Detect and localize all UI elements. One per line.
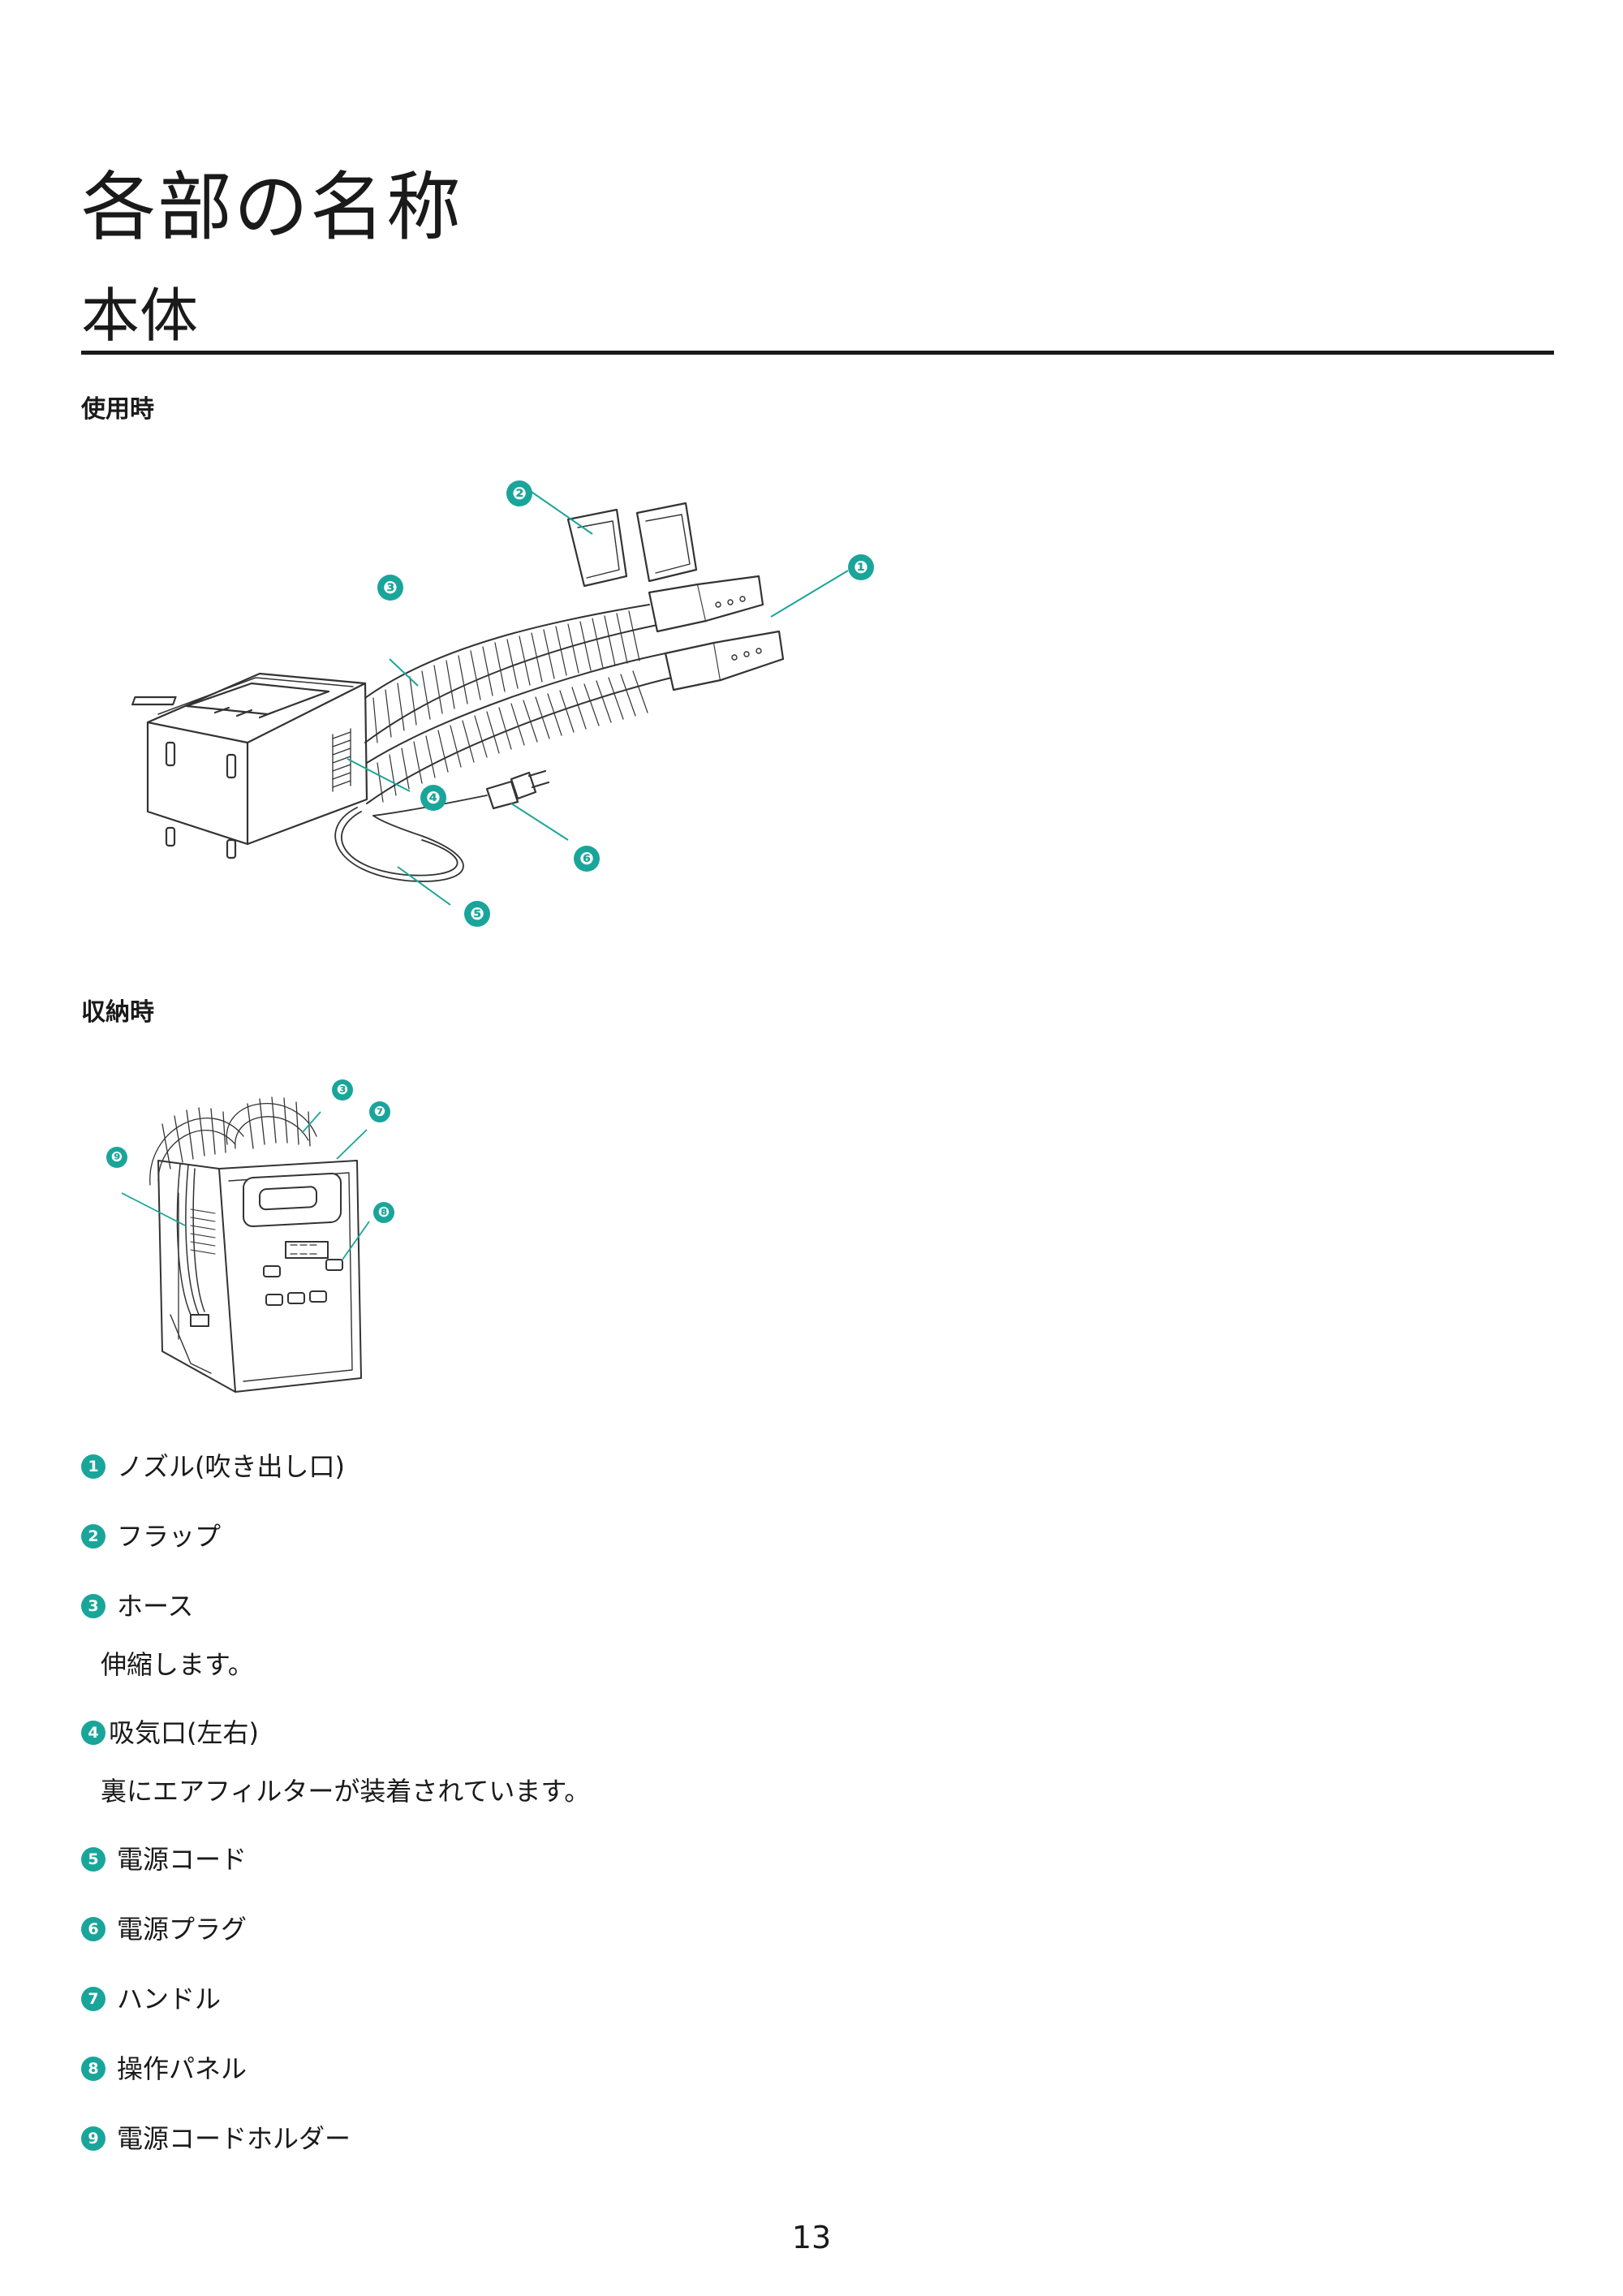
part-item-cord-holder: 9 電源コードホルダー [81, 2123, 351, 2154]
callout-3-storage: ❸ [332, 1079, 353, 1101]
callout-9: ❾ [106, 1147, 127, 1168]
part-item-flap: 2 フラップ [81, 1521, 221, 1552]
callout-7: ❼ [369, 1101, 390, 1122]
callout-5: ❺ [464, 901, 490, 927]
callout-4: ❹ [420, 785, 446, 811]
part-label: 電源コードホルダー [117, 2123, 351, 2154]
section-title: 本体 [81, 282, 199, 350]
part-number: 9 [81, 2126, 105, 2152]
callout-6: ❻ [574, 846, 600, 872]
part-number: 5 [81, 1847, 105, 1872]
part-number: 3 [81, 1594, 105, 1619]
part-label: 吸気口(左右) [109, 1717, 259, 1748]
part-label: フラップ [117, 1521, 222, 1552]
part-item-handle: 7 ハンドル [81, 1984, 221, 2014]
part-item-hose: 3 ホース [81, 1591, 193, 1622]
part-item-power-cord: 5 電源コード [81, 1844, 247, 1875]
storage-illustration [121, 1096, 370, 1393]
part-item-nozzle: 1 ノズル(吹き出し口) [81, 1451, 345, 1482]
page-title: 各部の名称 [81, 164, 463, 251]
part-label: 電源コード [117, 1844, 248, 1875]
part-item-air-intake: 4 吸気口(左右) [81, 1717, 259, 1748]
part-number: 2 [81, 1524, 105, 1549]
callout-2: ❷ [506, 480, 532, 506]
in-use-illustration [131, 489, 849, 906]
part-number: 4 [81, 1721, 105, 1746]
part-item-control-panel: 8 操作パネル [81, 2053, 247, 2084]
callout-3: ❸ [377, 575, 403, 601]
part-number: 8 [81, 2057, 105, 2082]
part-description-hose: 伸縮します。 [101, 1649, 254, 1680]
part-item-power-plug: 6 電源プラグ [81, 1914, 247, 1945]
callout-1: ❶ [848, 554, 874, 580]
section-divider [81, 351, 1554, 355]
part-label: ハンドル [117, 1984, 222, 2014]
part-label: ホース [117, 1591, 194, 1622]
figure-caption-in-use: 使用時 [81, 395, 154, 424]
part-number: 1 [81, 1454, 105, 1480]
part-number: 6 [81, 1917, 105, 1942]
part-label: 電源プラグ [117, 1914, 248, 1945]
figure-caption-storage: 収納時 [81, 998, 154, 1027]
page-number: 13 [791, 2220, 832, 2255]
part-description-air-intake: 裏にエアフィルターが装着されています。 [101, 1776, 591, 1807]
part-label: ノズル(吹き出し口) [117, 1451, 345, 1482]
callout-8: ❽ [373, 1202, 394, 1223]
part-label: 操作パネル [117, 2053, 248, 2084]
part-number: 7 [81, 1987, 105, 2012]
